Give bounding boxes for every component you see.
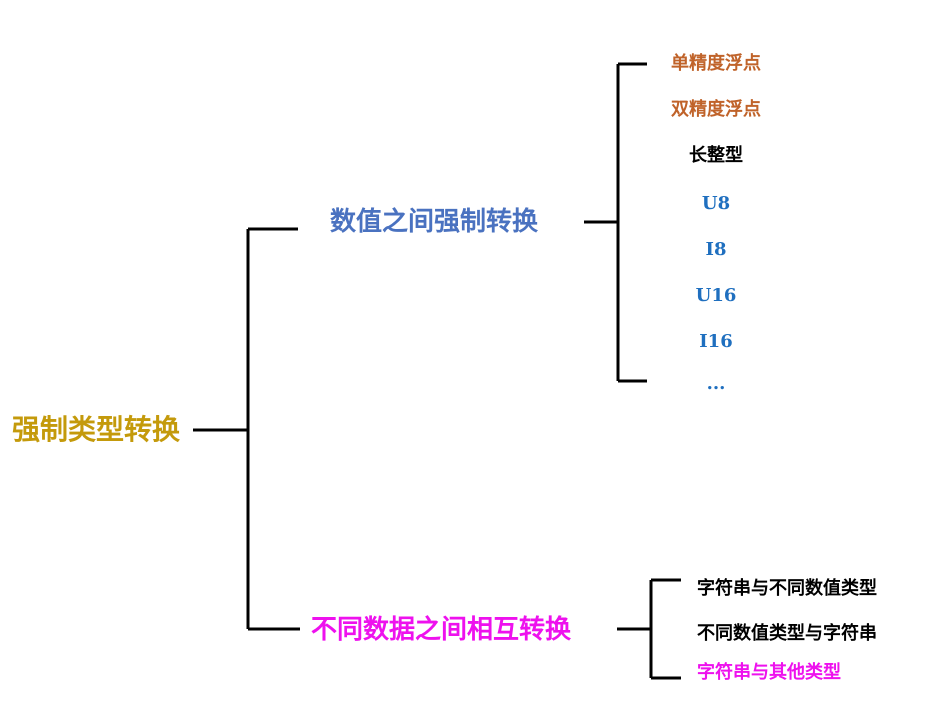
leaf-string-to-other: 字符串与其他类型 [697,662,841,683]
leaf-single-float: 单精度浮点 [671,53,761,74]
leaf-numeric-to-string: 不同数值类型与字符串 [697,623,877,644]
mutual-branch-bracket [617,578,681,680]
leaf-ellipsis: ... [706,373,726,394]
leaf-double-float: 双精度浮点 [671,99,761,120]
root-connector [193,227,300,631]
leaf-u16: U16 [695,285,737,306]
leaf-i16: I16 [699,331,733,352]
leaf-i8: I8 [705,239,727,260]
branch-label-mutual: 不同数据之间相互转换 [311,615,572,645]
branch-label-numeric: 数值之间强制转换 [330,207,539,237]
leaf-u8: U8 [701,193,731,214]
leaf-string-to-numeric: 字符串与不同数值类型 [697,578,877,599]
numeric-branch-bracket [584,62,647,383]
root-label: 强制类型转换 [12,413,181,446]
leaf-long-int: 长整型 [689,145,743,166]
